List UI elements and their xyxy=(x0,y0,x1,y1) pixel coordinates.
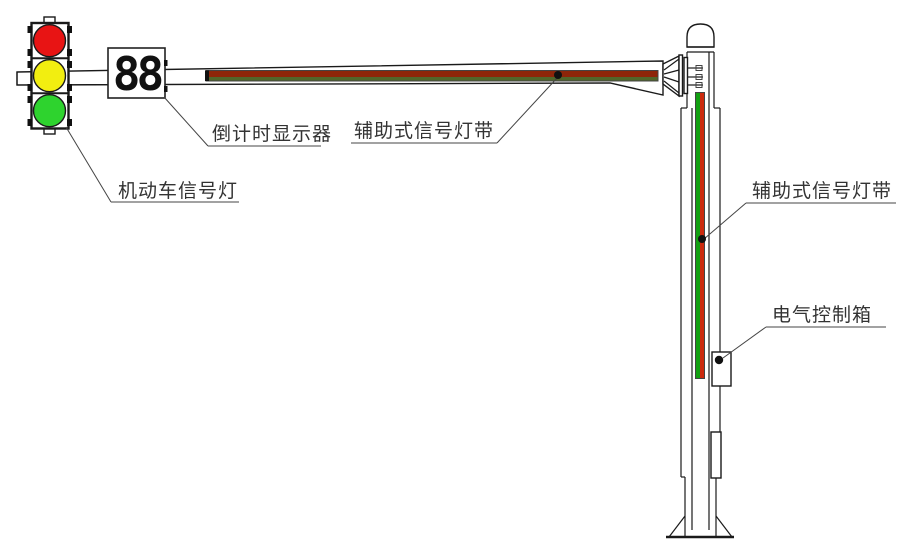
tab xyxy=(67,26,72,33)
tab xyxy=(67,61,72,68)
aux-strip-arm-green xyxy=(206,77,658,81)
label-electric-control-box: 电气控制箱 xyxy=(772,304,872,326)
green-light xyxy=(32,93,67,128)
label-countdown-display: 倒计时显示器 xyxy=(212,123,332,145)
base-gusset-right xyxy=(715,515,733,538)
traffic-signal-head xyxy=(27,16,72,135)
label-vehicle-signal-light: 机动车信号灯 xyxy=(118,180,238,202)
tab xyxy=(27,119,33,126)
countdown-value: 88 xyxy=(113,47,162,101)
tab xyxy=(27,96,33,103)
flange-bolts xyxy=(687,65,703,88)
electric-control-box xyxy=(711,351,732,387)
callout-dot-aux-pole xyxy=(698,235,706,243)
countdown-display: 88 xyxy=(107,47,168,101)
aux-strip-arm-red xyxy=(206,71,658,77)
flange-fan-rib-1 xyxy=(663,58,680,71)
tab xyxy=(27,49,33,56)
tab xyxy=(27,61,33,68)
tab xyxy=(67,84,72,91)
countdown-tab-bottom xyxy=(164,86,168,92)
aux-strip-pole-border xyxy=(695,92,705,379)
leader-vehicle-signal xyxy=(65,126,112,203)
countdown-tab-top xyxy=(164,60,168,66)
arm-flange-connection xyxy=(662,54,703,98)
control-box-knob xyxy=(714,355,724,365)
label-aux-strip-arm: 辅助式信号灯带 xyxy=(354,120,494,142)
flange-fan-rib-2 xyxy=(663,69,680,75)
tab xyxy=(67,49,72,56)
flange-fan xyxy=(662,54,680,98)
aux-strip-arm-left-cap xyxy=(205,70,209,81)
label-aux-strip-pole: 辅助式信号灯带 xyxy=(752,180,892,202)
signal-hinge-tabs xyxy=(27,26,72,126)
aux-strip-pole-green xyxy=(696,93,700,378)
yellow-light xyxy=(32,58,67,93)
tab xyxy=(27,84,33,91)
countdown-box xyxy=(107,47,166,99)
leader-countdown xyxy=(163,96,209,147)
base-gusset-left xyxy=(668,515,686,538)
callout-dot-aux-arm xyxy=(554,71,562,79)
signal-pole xyxy=(666,23,734,539)
mast-arm xyxy=(16,60,664,96)
red-light xyxy=(32,24,67,58)
leader-control-box xyxy=(722,326,767,359)
tab xyxy=(67,96,72,103)
leader-aux-arm xyxy=(496,76,559,144)
flange-plate-inner xyxy=(683,56,689,95)
tab xyxy=(27,26,33,33)
callouts xyxy=(65,76,896,359)
pole-dome-cap xyxy=(686,23,715,48)
bolt-3-nut xyxy=(695,82,703,88)
leader-aux-pole xyxy=(703,202,747,240)
tab xyxy=(67,119,72,126)
flange-fan-rib-3 xyxy=(663,76,680,83)
aux-strip-arm xyxy=(205,70,659,82)
flange-plate-outer xyxy=(678,54,684,97)
bolt-2-nut xyxy=(695,74,703,80)
pole-access-door xyxy=(710,431,722,479)
bolt-1-nut xyxy=(695,65,703,71)
flange-fan-rib-4 xyxy=(663,80,680,94)
